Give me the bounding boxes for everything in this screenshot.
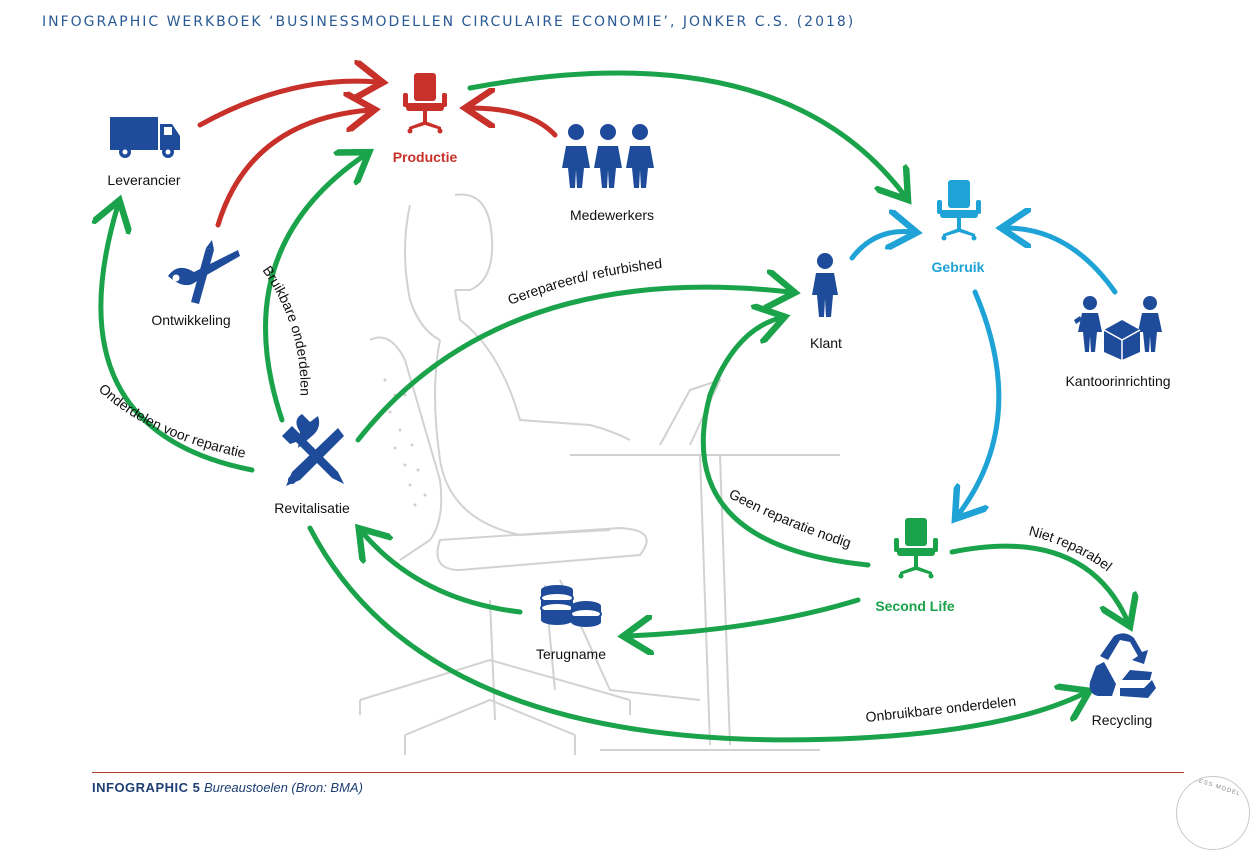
footer-rule [92, 772, 1184, 773]
arrow-secondlife-klant [700, 318, 871, 568]
circular-diagram: Bruikbare onderdelen Onderdelen voor rep… [0, 0, 1171, 755]
node-label-second-life: Second Life [875, 598, 955, 614]
arrow-kantoorinrichting-gebruik [1006, 228, 1118, 295]
node-label-klant: Klant [810, 335, 842, 351]
node-label-productie: Productie [393, 149, 458, 165]
arrow-productie-gebruik [467, 70, 905, 196]
header-title: INFOGRAPHIC WERKBOEK ‘BUSINESSMODELLEN C… [42, 14, 856, 30]
arrow-revitalisatie-klant [355, 287, 790, 443]
arrow-gebruik-secondlife [958, 289, 1002, 515]
coins-icon [540, 585, 602, 627]
node-label-revitalisatie: Revitalisatie [274, 500, 350, 516]
arrow-revitalisatie-recycling [307, 525, 1085, 743]
footer-caption-text: Bureaustoelen (Bron: BMA) [203, 780, 363, 795]
node-label-medewerkers: Medewerkers [570, 207, 654, 223]
node-label-leverancier: Leverancier [107, 172, 180, 188]
office-chair-icon [894, 518, 938, 579]
arrow-terugname-revitalisatie [362, 532, 523, 615]
workers-box-icon [1074, 296, 1162, 360]
node-label-gebruik: Gebruik [932, 259, 985, 275]
office-chair-icon [403, 73, 447, 134]
arrow-secondlife-recycling [949, 543, 1128, 622]
flow-label-geen-reparatie: Geen reparatie nodig [727, 485, 854, 550]
arrow-ontwikkeling-productie [215, 110, 370, 228]
seal-stamp: SINESS MODEL [1176, 776, 1250, 850]
backrest-pattern [383, 378, 427, 507]
arrow-revitalisatie-productie [263, 155, 365, 423]
footer-caption: INFOGRAPHIC 5 Bureaustoelen (Bron: BMA) [92, 780, 363, 795]
tools-icon [282, 414, 344, 486]
person-sketch [359, 193, 840, 755]
seal-text: SINESS MODEL [1185, 776, 1242, 798]
person-icon [812, 253, 838, 317]
node-label-kantoorinrichting: Kantoorinrichting [1065, 373, 1170, 389]
people-icon [562, 124, 654, 188]
flow-label-onderdelen-voor-reparatie: Onderdelen voor reparatie [96, 380, 248, 460]
node-label-recycling: Recycling [1092, 712, 1153, 728]
arrow-klant-gebruik [849, 232, 912, 261]
recycle-icon [1089, 633, 1156, 698]
node-label-ontwikkeling: Ontwikkeling [151, 312, 230, 328]
node-label-terugname: Terugname [536, 646, 606, 662]
office-chair-icon [937, 180, 981, 241]
arrow-secondlife-terugname [628, 597, 861, 636]
arrow-leverancier-productie [197, 81, 378, 128]
truck-icon [110, 117, 180, 158]
pen-brush-icon [168, 240, 240, 304]
arrow-revitalisatie-leverancier [101, 205, 255, 473]
arrow-medewerkers-productie [470, 108, 558, 138]
footer-label: INFOGRAPHIC 5 [92, 780, 201, 795]
